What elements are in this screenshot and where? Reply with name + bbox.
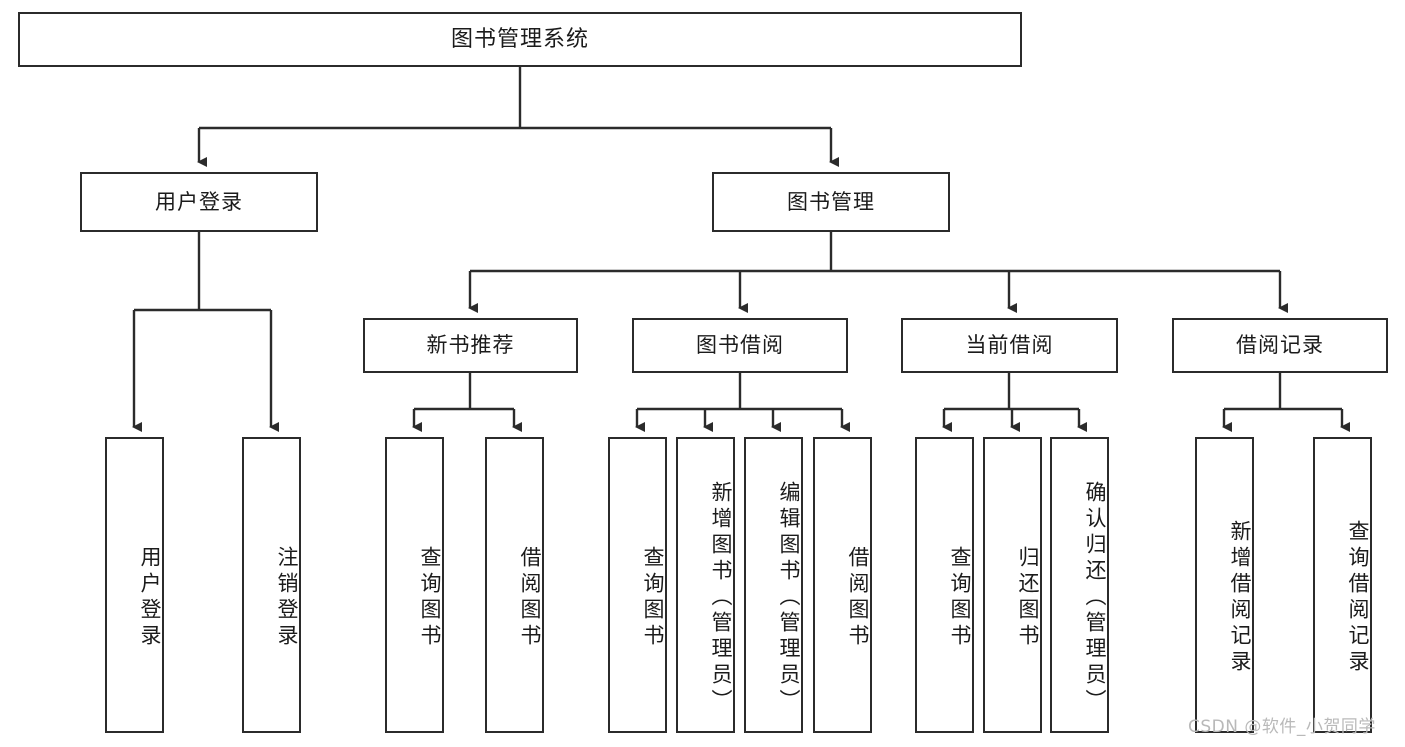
leaf-book-borrow-add-book-admin[interactable]: 新增图书（管理员） bbox=[676, 437, 735, 733]
leaf-book-borrow-borrow-book[interactable]: 借阅图书 bbox=[813, 437, 872, 733]
node-book-management[interactable]: 图书管理 bbox=[712, 172, 950, 232]
leaf-user-login-logout[interactable]: 注销登录 bbox=[242, 437, 301, 733]
leaf-book-borrow-edit-book-admin[interactable]: 编辑图书（管理员） bbox=[744, 437, 803, 733]
node-book-borrow[interactable]: 图书借阅 bbox=[632, 318, 848, 373]
leaf-new-book-query-book[interactable]: 查询图书 bbox=[385, 437, 444, 733]
leaf-borrow-record-add-record[interactable]: 新增借阅记录 bbox=[1195, 437, 1254, 733]
csdn-watermark: CSDN @软件_小贺同学 bbox=[1188, 717, 1376, 737]
leaf-current-borrow-query-book[interactable]: 查询图书 bbox=[915, 437, 974, 733]
leaf-current-borrow-confirm-return-admin[interactable]: 确认归还（管理员） bbox=[1050, 437, 1109, 733]
leaf-user-login-login[interactable]: 用户登录 bbox=[105, 437, 164, 733]
node-current-borrow[interactable]: 当前借阅 bbox=[901, 318, 1118, 373]
node-root-book-management-system[interactable]: 图书管理系统 bbox=[18, 12, 1022, 67]
leaf-book-borrow-query-book[interactable]: 查询图书 bbox=[608, 437, 667, 733]
node-new-book-recommend[interactable]: 新书推荐 bbox=[363, 318, 578, 373]
node-user-login[interactable]: 用户登录 bbox=[80, 172, 318, 232]
node-borrow-record[interactable]: 借阅记录 bbox=[1172, 318, 1388, 373]
leaf-current-borrow-return-book[interactable]: 归还图书 bbox=[983, 437, 1042, 733]
leaf-borrow-record-query-record[interactable]: 查询借阅记录 bbox=[1313, 437, 1372, 733]
leaf-new-book-borrow-book[interactable]: 借阅图书 bbox=[485, 437, 544, 733]
